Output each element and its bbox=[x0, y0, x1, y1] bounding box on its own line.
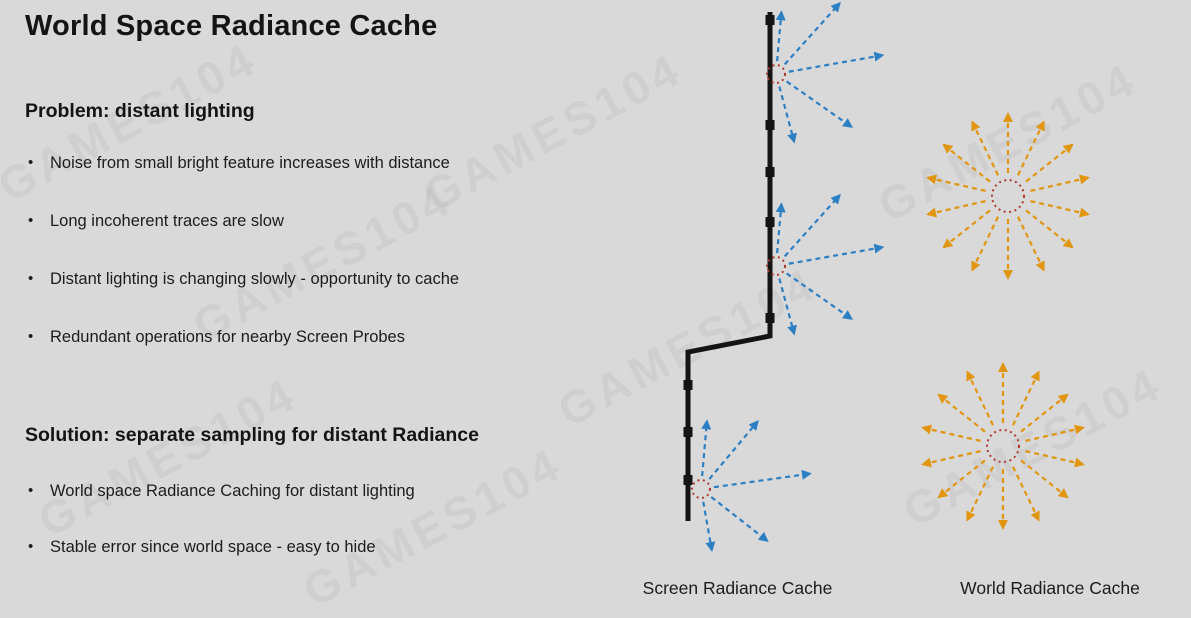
bullet-text: Distant lighting is changing slowly - op… bbox=[50, 270, 460, 288]
bullet-item: Distant lighting is changing slowly - op… bbox=[25, 268, 655, 290]
bullet-text: Redundant operations for nearby Screen P… bbox=[50, 328, 405, 346]
solution-bullet-list: World space Radiance Caching for distant… bbox=[25, 480, 655, 592]
bullet-item: Stable error since world space - easy to… bbox=[25, 536, 655, 558]
world-radiance-cache-label: World Radiance Cache bbox=[960, 578, 1140, 598]
bullet-text: Stable error since world space - easy to… bbox=[50, 538, 376, 556]
screen-radiance-cache-label: Screen Radiance Cache bbox=[642, 578, 833, 598]
bullet-item: Long incoherent traces are slow bbox=[25, 210, 655, 232]
bullet-item: Redundant operations for nearby Screen P… bbox=[25, 326, 655, 348]
slide-title: World Space Radiance Cache bbox=[25, 10, 438, 42]
problem-heading: Problem: distant lighting bbox=[25, 100, 255, 122]
bullet-text: World space Radiance Caching for distant… bbox=[50, 482, 415, 500]
bullet-text: Long incoherent traces are slow bbox=[50, 212, 284, 230]
solution-heading: Solution: separate sampling for distant … bbox=[25, 424, 479, 446]
problem-bullet-list: Noise from small bright feature increase… bbox=[25, 152, 655, 384]
bullet-text: Noise from small bright feature increase… bbox=[50, 154, 450, 172]
bullet-item: World space Radiance Caching for distant… bbox=[25, 480, 655, 502]
bullet-item: Noise from small bright feature increase… bbox=[25, 152, 655, 174]
